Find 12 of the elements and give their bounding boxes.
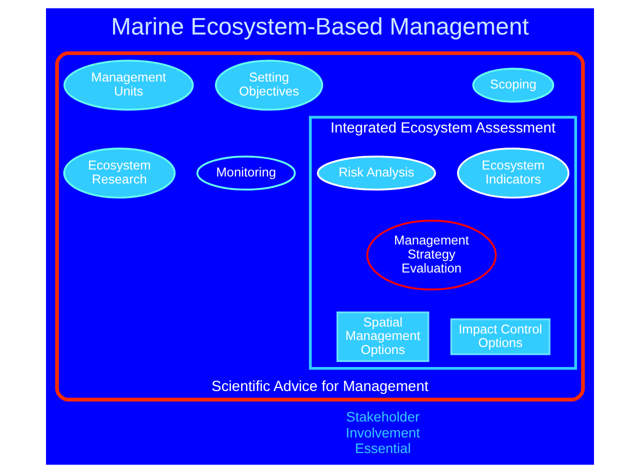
node-box: Spatial Management Options <box>336 312 430 362</box>
node-ellipse: Ecosystem Research <box>63 148 176 199</box>
node-ellipse: Risk Analysis <box>316 156 436 190</box>
diagram-title: Marine Ecosystem-Based Management <box>111 14 529 41</box>
node-ellipse: Management Units <box>63 60 194 111</box>
node-ellipse: Management Strategy Evaluation <box>366 220 497 290</box>
node-ellipse: Scoping <box>472 68 554 103</box>
node-ellipse: Setting Objectives <box>214 60 324 111</box>
label: Stakeholder Involvement Essential <box>346 410 420 456</box>
node-box: Impact Control Options <box>450 318 550 356</box>
node-ellipse: Ecosystem Indicators <box>457 148 570 199</box>
node-ellipse: Monitoring <box>196 156 296 190</box>
